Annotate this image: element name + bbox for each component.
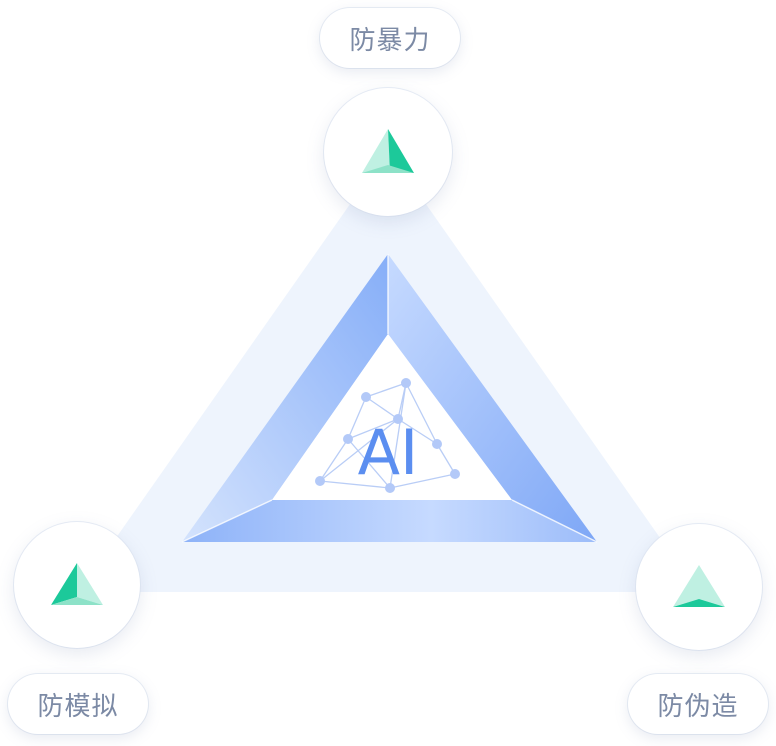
green-pyramid-icon — [362, 129, 414, 173]
frame-right-face — [388, 254, 597, 542]
neural-network-nodes — [315, 378, 460, 493]
inner-triangle — [272, 334, 512, 500]
left-label: 防模拟 — [37, 691, 119, 722]
right-label: 防伪造 — [657, 691, 739, 722]
neural-network-graphic — [319, 382, 456, 489]
right-label-pill: 防伪造 — [628, 674, 768, 734]
frame-bottom-face — [182, 500, 597, 542]
top-label: 防暴力 — [349, 25, 431, 56]
top-label-pill: 防暴力 — [320, 8, 460, 68]
left-node-circle — [14, 522, 140, 648]
left-label-pill: 防模拟 — [8, 674, 148, 734]
ai-label: AI — [358, 416, 419, 489]
green-pyramid-icon — [673, 565, 725, 607]
top-node-circle — [324, 88, 452, 216]
right-node-circle — [636, 524, 762, 650]
frame-left-face — [182, 254, 388, 542]
green-pyramid-icon — [51, 563, 103, 605]
